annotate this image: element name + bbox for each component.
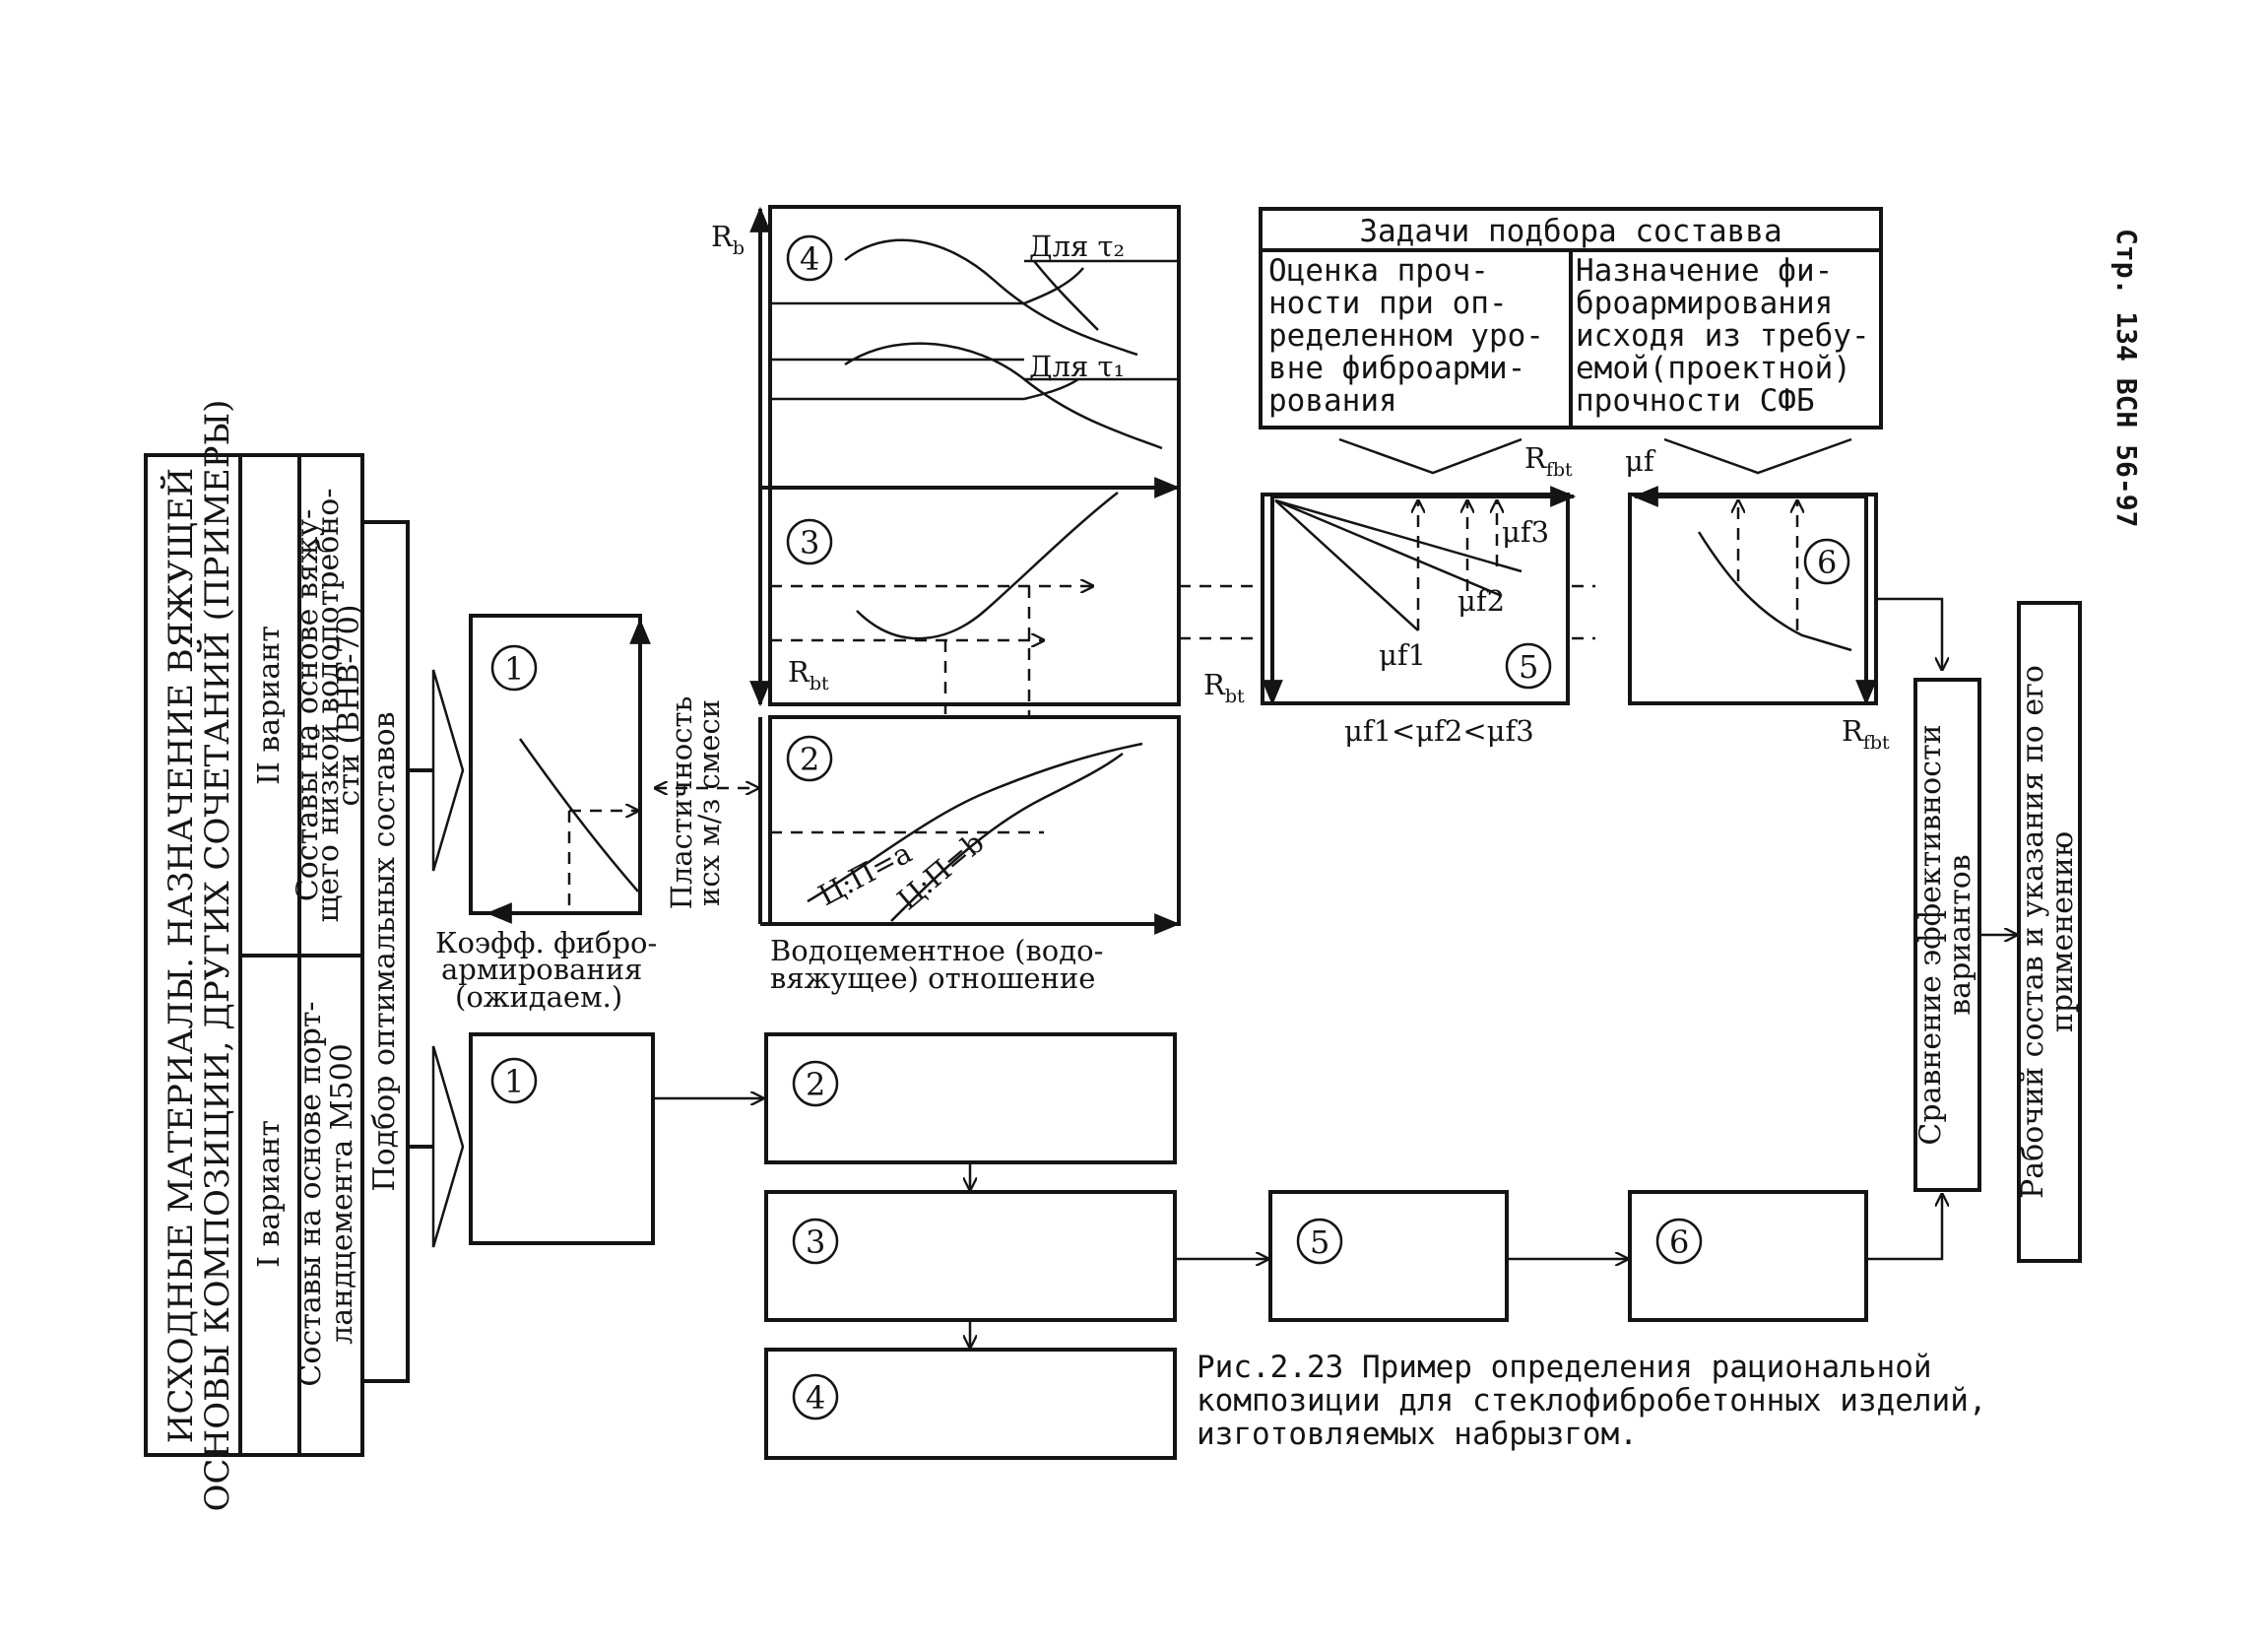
chart2-number: 2	[800, 741, 819, 778]
tasks-right-line3: исходя из требу-	[1576, 318, 1870, 354]
chart6-number: 6	[1817, 544, 1837, 581]
chart6-rfbt-label: Rfbt	[1842, 714, 1890, 754]
variant2-line3: сти (ВНВ-70)	[332, 605, 366, 807]
tasks-left-line5: рования	[1268, 383, 1397, 419]
caption-line1: Рис.2.23 Пример определения рациональной	[1197, 1350, 1932, 1385]
chart4-curve-tau2	[844, 238, 1138, 357]
chevron-bottom	[431, 1045, 465, 1248]
tasks-left-line2: ности при оп-	[1268, 286, 1508, 321]
tasks-left-line3: ределенном уро-	[1268, 318, 1544, 354]
chart2-curve-a	[807, 742, 1143, 903]
chart1-number: 1	[504, 650, 524, 688]
tasks-chevron-right	[1663, 437, 1852, 475]
chart6-curve	[1697, 531, 1852, 652]
plasticity-line1: Пластичность	[665, 696, 698, 910]
rb-axis-label: Rb	[711, 220, 745, 259]
flow-box6-number: 6	[1669, 1223, 1689, 1261]
tasks-header: Задачи подбора составва	[1359, 214, 1782, 249]
chart234-xlabel-line1: Водоцементное (водо-	[770, 934, 1103, 967]
variant1-line1: Составы на основе порт-	[293, 1001, 328, 1386]
chart-5: 5 Rfbt Rbt μf1 μf2 μf3 μf1<μf2<μf3	[1203, 441, 1577, 748]
plasticity-line2: исх м/з смеси	[692, 699, 726, 906]
variant2-line2: щего низкой водопотребно-	[311, 488, 346, 922]
variant2-line1: Составы на основе вяжу-	[291, 509, 325, 901]
tasks-right-line1: Назначение фи-	[1576, 253, 1833, 289]
mu-f2-label: μf2	[1458, 584, 1505, 618]
source-title-line1: ИСХОДНЫЕ МАТЕРИАЛЫ. НАЗНАЧЕНИЕ ВЯЖУЩЕЙ	[160, 468, 201, 1443]
caption-line3: изготовляемых набрызгом.	[1197, 1417, 1638, 1452]
working-composition-block: Рабочий состав и указания по его примене…	[2016, 601, 2082, 1263]
chart3-number: 3	[800, 524, 819, 562]
chart234-xlabel-line2: вяжущее) отношение	[770, 961, 1095, 995]
tasks-left-line4: вне фиброарми-	[1268, 351, 1525, 386]
chart2-curve-b	[890, 752, 1124, 922]
chart1-xlabel-line3: (ожидаем.)	[455, 980, 622, 1014]
chart-6: 6 μf Rfbt	[1625, 444, 1890, 754]
chart4-curve-tau1	[844, 342, 1163, 450]
variant1-label: I вариант	[252, 1120, 287, 1268]
optimal-selection-label: Подбор оптимальных составов	[367, 711, 402, 1191]
chart3-curve	[856, 492, 1119, 640]
chart5-rfbt-label: Rfbt	[1524, 441, 1573, 481]
flow-box5-number: 5	[1310, 1223, 1329, 1261]
chart6-mu-label: μf	[1625, 444, 1656, 478]
working-line1: Рабочий состав и указания по его	[2016, 665, 2050, 1199]
chart-1: 1 Коэфф. фибро- армирования (ожидаем.) П…	[435, 614, 726, 1014]
figure-caption: Рис.2.23 Пример определения рациональной…	[1197, 1350, 1987, 1452]
variant1-line2: ландцемента М500	[325, 1043, 359, 1345]
page-header: Стр. 134 ВСН 56-97	[2110, 229, 2143, 527]
tasks-right-line4: емой(проектной)	[1576, 351, 1851, 386]
source-block: ИСХОДНЫЕ МАТЕРИАЛЫ. НАЗНАЧЕНИЕ ВЯЖУЩЕЙ О…	[144, 400, 410, 1512]
flow-box1-number: 1	[504, 1063, 524, 1100]
tasks-left-line1: Оценка проч-	[1268, 253, 1489, 289]
chevron-top	[431, 669, 465, 872]
working-line2: применению	[2045, 831, 2080, 1032]
chart1-xlabel-line2: армирования	[441, 953, 642, 986]
mu-inequality: μf1<μf2<μf3	[1344, 714, 1534, 748]
mu-f1-label: μf1	[1379, 638, 1426, 672]
chart-234: 4 Rb Для τ₂ Для τ₁ 3 Rbt 2 Ц:П=а Ц:П=b	[711, 205, 1181, 995]
caption-line2: композиции для стеклофибробетонных издел…	[1197, 1383, 1987, 1419]
comparison-line1: Сравнение эффективности	[1913, 724, 1948, 1145]
chart5-rbt-label: Rbt	[1203, 668, 1245, 707]
comparison-block: Сравнение эффективности вариантов	[1913, 678, 1981, 1192]
chart1-xlabel-line1: Коэфф. фибро-	[435, 926, 657, 959]
bottom-flow: 1 2 3 4 5 6	[469, 1032, 1942, 1460]
flow-box2-number: 2	[806, 1066, 825, 1103]
rbt-axis-label: Rbt	[788, 655, 829, 694]
mu-f3-label: μf3	[1502, 515, 1549, 549]
source-title-line2: ОСНОВЫ КОМПОЗИЦИИ, ДРУГИХ СОЧЕТАНИЙ (ПРИ…	[196, 400, 237, 1512]
flow-box4-number: 4	[806, 1379, 825, 1417]
tau2-label: Для τ₂	[1029, 230, 1125, 263]
chart4-number: 4	[800, 240, 819, 278]
tasks-right-line2: броармирования	[1576, 286, 1833, 321]
comparison-line2: вариантов	[1943, 854, 1977, 1015]
flow-box3-number: 3	[806, 1223, 825, 1261]
tasks-right-line5: прочности СФБ	[1576, 383, 1815, 419]
tau1-label: Для τ₁	[1029, 350, 1125, 383]
variant2-label: II вариант	[252, 626, 287, 785]
chart5-number: 5	[1519, 648, 1538, 686]
tasks-block: Задачи подбора составва Оценка проч- нос…	[1259, 207, 1883, 430]
tasks-chevron-left	[1338, 437, 1523, 475]
